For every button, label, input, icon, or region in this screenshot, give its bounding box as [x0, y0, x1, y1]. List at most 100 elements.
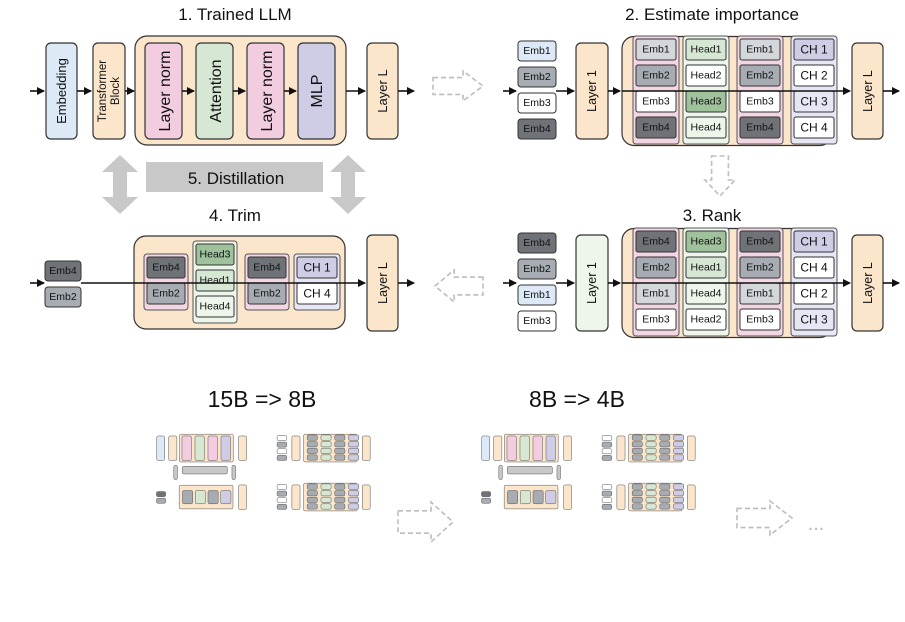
- thumb-cell: [306, 483, 318, 490]
- layer-l-label: Layer L: [375, 69, 390, 112]
- stage-label-1: 15B => 8B: [208, 386, 317, 412]
- emb-cell: [739, 308, 781, 331]
- ch-label: CH 3: [800, 95, 828, 109]
- distillation-label: 5. Distillation: [188, 169, 284, 188]
- thumb-cell: [320, 434, 332, 441]
- trained-llm-title: 1. Trained LLM: [178, 5, 291, 24]
- emb-label: Emb3: [746, 314, 774, 326]
- thumb-cell: [306, 503, 318, 510]
- flow-arrows: [397, 69, 794, 544]
- thumb-container: [504, 433, 559, 463]
- emb-label: Emb4: [642, 236, 670, 248]
- layer-norm-label-1: Layer norm: [157, 51, 174, 132]
- thumb-block: [493, 435, 503, 461]
- thumb-cell: [334, 454, 346, 461]
- thumb-cell: [334, 496, 346, 503]
- estimate-title: 2. Estimate importance: [625, 5, 799, 24]
- thumb-block: [545, 435, 556, 461]
- thumb-cell: [601, 455, 613, 461]
- ch-cell: [793, 64, 835, 87]
- stage-label-2: 8B => 4B: [529, 386, 625, 412]
- thumb-cell: [645, 490, 657, 497]
- ch-label: CH 1: [800, 43, 828, 57]
- transformer-label-line2: Block: [110, 77, 122, 105]
- distillation-box: [146, 162, 323, 192]
- thumb-block: [687, 484, 696, 510]
- thumb-cell: [276, 497, 288, 504]
- ellipsis-label: ...: [808, 513, 825, 535]
- thumb-cell: [601, 448, 613, 455]
- embedding-label: Embedding: [54, 58, 69, 124]
- thumb-cell: [348, 454, 359, 461]
- layer-1-label: Layer 1: [585, 262, 599, 304]
- emb-label: Emb2: [746, 70, 774, 82]
- pipeline-thumbnail-1: [156, 433, 371, 512]
- head-label: Head1: [691, 44, 722, 56]
- emb-label: Emb1: [746, 44, 774, 56]
- thumb-cell: [545, 490, 557, 505]
- input-emb-label: Emb2: [523, 71, 551, 83]
- thumb-cell: [348, 434, 359, 441]
- thumb-block: [291, 435, 301, 461]
- emb-label: Emb2: [746, 262, 774, 274]
- stage-arrow-1: [397, 500, 455, 544]
- thumb-block: [207, 435, 218, 461]
- thumb-cell: [320, 490, 332, 497]
- layer-l-label: Layer L: [376, 262, 390, 304]
- ch-cell: [793, 256, 835, 279]
- thumb-cell: [645, 503, 657, 510]
- thumb-cell: [348, 483, 359, 490]
- thumb-block: [519, 435, 530, 461]
- input-emb-cell: [517, 66, 557, 88]
- thumb-cell: [631, 434, 643, 441]
- head-cell: [685, 116, 727, 139]
- thumb-cell: [481, 491, 491, 497]
- thumb-cell: [320, 454, 332, 461]
- thumb-cell: [306, 496, 318, 503]
- thumb-cell: [631, 454, 643, 461]
- thumb-cell: [673, 441, 684, 448]
- ch-cell: [793, 116, 835, 139]
- input-emb-cell: [517, 118, 557, 140]
- emb-label: Emb1: [642, 44, 670, 56]
- thumb-cell: [207, 490, 219, 505]
- estimate-importance-panel: 2. Estimate importance Emb1Emb2Emb3Emb4L…: [503, 5, 900, 147]
- thumb-block: [362, 484, 371, 510]
- ch-cell: [793, 230, 835, 253]
- layer-norm-label-2: Layer norm: [259, 51, 276, 132]
- thumb-cell: [673, 434, 684, 441]
- thumb-distillation-arrow: [231, 465, 236, 480]
- thumb-cell: [631, 503, 643, 510]
- layer-l-label: Layer L: [861, 262, 875, 304]
- head-cell: [685, 230, 727, 253]
- thumb-block: [181, 435, 192, 461]
- input-emb-label: Emb3: [523, 97, 551, 109]
- thumb-cell: [519, 490, 531, 505]
- emb-label: Emb3: [642, 96, 670, 108]
- head-label: Head2: [691, 70, 722, 82]
- thumb-cell: [320, 483, 332, 490]
- input-emb-label: Emb3: [523, 315, 551, 327]
- input-emb-cell: [517, 284, 557, 306]
- thumb-cell: [659, 447, 671, 454]
- thumb-cell: [156, 497, 166, 504]
- pipeline-thumbnail-2: [481, 433, 696, 512]
- emb-label: Emb2: [152, 288, 180, 300]
- flow-arrow-down: [703, 155, 737, 198]
- thumb-block: [362, 435, 371, 461]
- thumb-cell: [631, 441, 643, 448]
- rank-title: 3. Rank: [683, 206, 742, 225]
- thumb-block: [291, 484, 301, 510]
- input-emb-cell: [517, 232, 557, 254]
- thumb-block: [532, 435, 543, 461]
- ch-label: CH 1: [800, 235, 828, 249]
- thumb-cell: [320, 441, 332, 448]
- thumb-cell: [306, 447, 318, 454]
- thumb-block: [616, 435, 626, 461]
- input-emb-label: Emb1: [523, 289, 551, 301]
- thumb-cell: [601, 490, 613, 497]
- thumb-cell: [306, 441, 318, 448]
- thumb-cell: [348, 503, 359, 510]
- input-emb-label: Emb4: [49, 265, 77, 277]
